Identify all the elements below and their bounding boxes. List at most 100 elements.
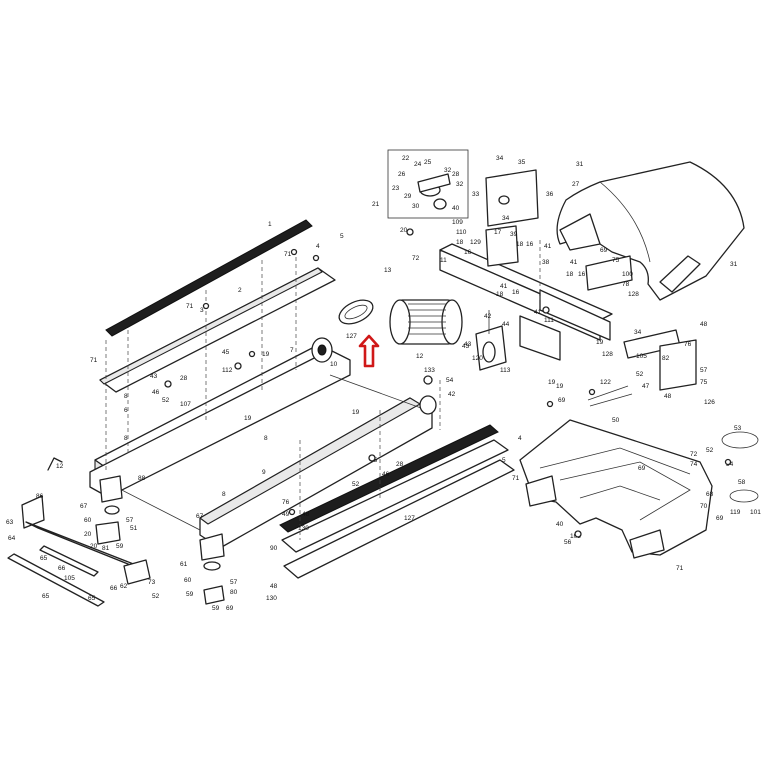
callout-76b: 76 bbox=[684, 341, 692, 348]
callout-126: 126 bbox=[704, 399, 715, 406]
callout-16c: 16 bbox=[512, 289, 520, 296]
inset-detail-box bbox=[387, 149, 469, 219]
callout-48c: 48 bbox=[700, 321, 708, 328]
callout-73: 73 bbox=[148, 579, 156, 586]
callout-58: 58 bbox=[738, 479, 746, 486]
callout-19a: 19 bbox=[262, 351, 270, 358]
callout-5: 5 bbox=[340, 233, 344, 240]
callout-127b: 127 bbox=[404, 515, 415, 522]
callout-24: 24 bbox=[414, 161, 422, 168]
callout-109: 109 bbox=[452, 219, 463, 226]
callout-61: 61 bbox=[180, 561, 188, 568]
callout-130a: 130 bbox=[298, 525, 309, 532]
callout-13: 13 bbox=[384, 267, 392, 274]
callout-52c: 52 bbox=[152, 593, 160, 600]
callout-36: 36 bbox=[546, 191, 554, 198]
callout-75b: 75 bbox=[700, 379, 708, 386]
callout-8a: 8 bbox=[124, 393, 128, 400]
callout-33: 33 bbox=[472, 191, 480, 198]
callout-88: 88 bbox=[138, 475, 146, 482]
callout-20c: 20 bbox=[90, 543, 98, 550]
callout-105: 105 bbox=[64, 575, 75, 582]
callout-69b: 69 bbox=[600, 247, 608, 254]
callout-34a: 34 bbox=[496, 155, 504, 162]
callout-3: 3 bbox=[200, 307, 204, 314]
callout-7: 7 bbox=[290, 347, 294, 354]
callout-47: 47 bbox=[642, 383, 650, 390]
callout-2: 2 bbox=[238, 287, 242, 294]
callout-5b: 5 bbox=[502, 457, 506, 464]
callout-19f: 19 bbox=[556, 383, 564, 390]
callout-18c: 18 bbox=[496, 291, 504, 298]
callout-60b: 60 bbox=[184, 577, 192, 584]
callout-62: 62 bbox=[120, 583, 128, 590]
callout-128b: 128 bbox=[628, 291, 639, 298]
callout-113: 113 bbox=[500, 367, 511, 374]
callout-59a: 59 bbox=[116, 543, 124, 550]
callout-4b: 4 bbox=[518, 435, 522, 442]
callout-31b: 31 bbox=[730, 261, 738, 268]
callout-71d: 71 bbox=[512, 475, 520, 482]
callout-105b: 105 bbox=[636, 353, 647, 360]
callout-86: 86 bbox=[36, 493, 44, 500]
callout-40b: 40 bbox=[556, 521, 564, 528]
callout-34c: 34 bbox=[634, 329, 642, 336]
callout-39: 39 bbox=[510, 231, 518, 238]
callout-32b: 32 bbox=[444, 167, 452, 174]
callout-22a: 22 bbox=[402, 155, 410, 162]
callout-53: 53 bbox=[734, 425, 742, 432]
callout-75: 75 bbox=[612, 257, 620, 264]
callout-20b: 20 bbox=[400, 227, 408, 234]
callout-41a: 41 bbox=[544, 243, 552, 250]
callout-18a: 18 bbox=[456, 239, 464, 246]
red-arrow-icon bbox=[358, 334, 380, 368]
callout-26: 26 bbox=[398, 171, 406, 178]
callout-21: 21 bbox=[372, 201, 380, 208]
callout-67b: 67 bbox=[196, 513, 204, 520]
drive-motor bbox=[389, 299, 463, 345]
callout-1: 1 bbox=[268, 221, 272, 228]
deck-frame-assembly bbox=[89, 219, 515, 579]
callout-16a: 16 bbox=[464, 249, 472, 256]
callout-49: 49 bbox=[282, 511, 290, 518]
callout-71e: 71 bbox=[676, 565, 684, 572]
callout-48b: 48 bbox=[270, 583, 278, 590]
callout-111: 111 bbox=[544, 317, 554, 324]
callout-25: 25 bbox=[424, 159, 432, 166]
callout-27: 27 bbox=[572, 181, 580, 188]
callout-45: 45 bbox=[222, 349, 230, 356]
callout-82: 82 bbox=[662, 355, 670, 362]
callout-110: 110 bbox=[456, 229, 467, 236]
motor-hood bbox=[556, 161, 745, 301]
lower-crossbar bbox=[7, 553, 105, 607]
callout-52e: 52 bbox=[706, 447, 714, 454]
callout-56: 56 bbox=[564, 539, 572, 546]
callout-69c: 69 bbox=[558, 397, 566, 404]
callout-51: 51 bbox=[130, 525, 138, 532]
motor-bracket bbox=[485, 169, 539, 227]
callout-43c: 43 bbox=[464, 341, 472, 348]
callout-52: 52 bbox=[162, 397, 170, 404]
callout-16b: 16 bbox=[526, 241, 534, 248]
callout-64: 64 bbox=[8, 535, 16, 542]
callout-80: 80 bbox=[230, 589, 238, 596]
callout-65c: 65 bbox=[88, 595, 96, 602]
front-feet-left bbox=[7, 475, 151, 607]
front-roller-right bbox=[419, 395, 437, 415]
corner-mark: 12 bbox=[47, 457, 64, 471]
callout-4: 4 bbox=[316, 243, 320, 250]
front-feet-right bbox=[199, 533, 225, 605]
callout-90: 90 bbox=[270, 545, 278, 552]
callout-68: 68 bbox=[706, 491, 714, 498]
callout-72: 72 bbox=[412, 255, 420, 262]
callout-54: 54 bbox=[446, 377, 454, 384]
callout-19d: 19 bbox=[596, 339, 604, 346]
callout-76: 76 bbox=[282, 499, 290, 506]
callout-127a: 127 bbox=[346, 333, 357, 340]
callout-8d: 8 bbox=[222, 491, 226, 498]
callout-8c: 8 bbox=[264, 435, 268, 442]
upper-deck-strip bbox=[105, 219, 313, 337]
callout-40: 40 bbox=[452, 205, 460, 212]
callout-41d: 41 bbox=[534, 309, 542, 316]
